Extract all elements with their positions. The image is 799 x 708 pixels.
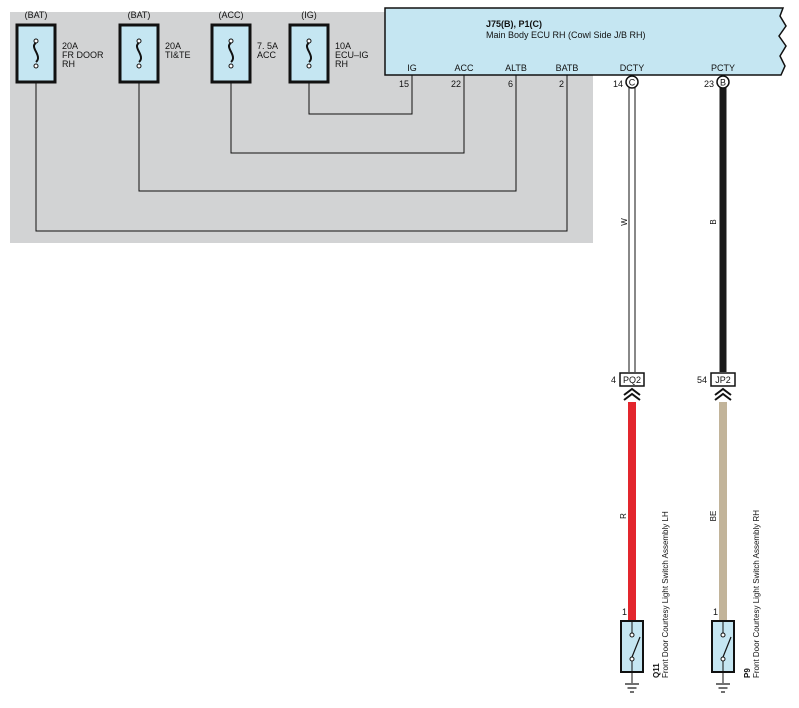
ecu-name: Main Body ECU RH (Cowl Side J/B RH): [486, 30, 646, 40]
junction-name: JP2: [715, 375, 731, 385]
junction-pin-number: 54: [697, 375, 707, 385]
ecu-connector-c: C: [625, 75, 639, 89]
fuse-name: RH: [62, 59, 75, 69]
fuse-name: RH: [335, 59, 348, 69]
junction-connector-jp2: 54 JP2: [697, 372, 736, 401]
junction-name: PQ2: [623, 375, 641, 385]
fuse-symbol: [33, 42, 39, 63]
ecu-pin-number: 23: [704, 79, 714, 89]
fuse-name: ACC: [257, 50, 277, 60]
fuse-rating: 20A: [165, 41, 181, 51]
wire-color-label: R: [619, 513, 628, 519]
ecu-pin-label-acc: ACC: [454, 63, 474, 73]
fuse-rating: 10A: [335, 41, 351, 51]
ecu-pin-label-ig: IG: [407, 63, 417, 73]
ecu-pin-label-dcty: DCTY: [620, 63, 645, 73]
ecu-pin-number: 15: [399, 79, 409, 89]
fuse-symbol: [228, 42, 234, 63]
ecu-pin-label-batb: BATB: [556, 63, 579, 73]
junction-pin-number: 4: [611, 375, 616, 385]
fuse-source: (BAT): [128, 10, 151, 20]
component-name: Front Door Courtesy Light Switch Assembl…: [752, 510, 761, 678]
ecu-pin-label-altb: ALTB: [505, 63, 527, 73]
fuse-source: (ACC): [219, 10, 244, 20]
fuse-name: TI&TE: [165, 50, 191, 60]
fuse-symbol: [306, 42, 312, 63]
component-code: Q11: [652, 663, 661, 678]
ecu-pin-number: 2: [559, 79, 564, 89]
fuse-source: (IG): [301, 10, 317, 20]
fuse-symbol: [136, 42, 142, 63]
ecu-connector-b: B: [716, 75, 730, 89]
fuse-fr-door-rh: (BAT) 20A FR DOOR RH: [15, 10, 104, 84]
component-code: P9: [743, 668, 752, 678]
ground-icon: [625, 683, 639, 693]
wire-color-label: W: [620, 218, 629, 226]
ground-icon: [716, 683, 730, 693]
ecu-pin-number: 6: [508, 79, 513, 89]
fuse-rating: 7. 5A: [257, 41, 278, 51]
ecu-pin-label-pcty: PCTY: [711, 63, 735, 73]
fuse-source: (BAT): [25, 10, 48, 20]
junction-connector-pq2: 4 PQ2: [611, 372, 645, 401]
ecu-pin-number: 22: [451, 79, 461, 89]
fuse-name: FR DOOR: [62, 50, 104, 60]
wire-color-label: B: [709, 219, 718, 224]
fuse-rating: 20A: [62, 41, 78, 51]
ecu-box: [384, 7, 787, 76]
fuse-body: [288, 23, 330, 84]
ecu-connector-ref: J75(B), P1(C): [486, 19, 542, 29]
svg-text:B: B: [720, 78, 726, 88]
fuse-ecu-ig-rh: (IG) 10A ECU–IG RH: [288, 10, 369, 84]
fuse-wires: [35, 75, 568, 232]
fuse-ti-te: (BAT) 20A TI&TE: [118, 10, 191, 84]
svg-text:C: C: [629, 78, 636, 88]
switch-pin-number: 1: [622, 607, 627, 617]
wire-color-label: BE: [709, 511, 718, 522]
component-name: Front Door Courtesy Light Switch Assembl…: [661, 511, 670, 678]
ecu-pin-number: 14: [613, 79, 623, 89]
switch-p9: P9 Front Door Courtesy Light Switch Asse…: [711, 510, 761, 693]
fuse-acc: (ACC) 7. 5A ACC: [210, 10, 278, 84]
switch-q11: Q11 Front Door Courtesy Light Switch Ass…: [620, 511, 670, 693]
fuse-name: ECU–IG: [335, 50, 369, 60]
switch-pin-number: 1: [713, 607, 718, 617]
